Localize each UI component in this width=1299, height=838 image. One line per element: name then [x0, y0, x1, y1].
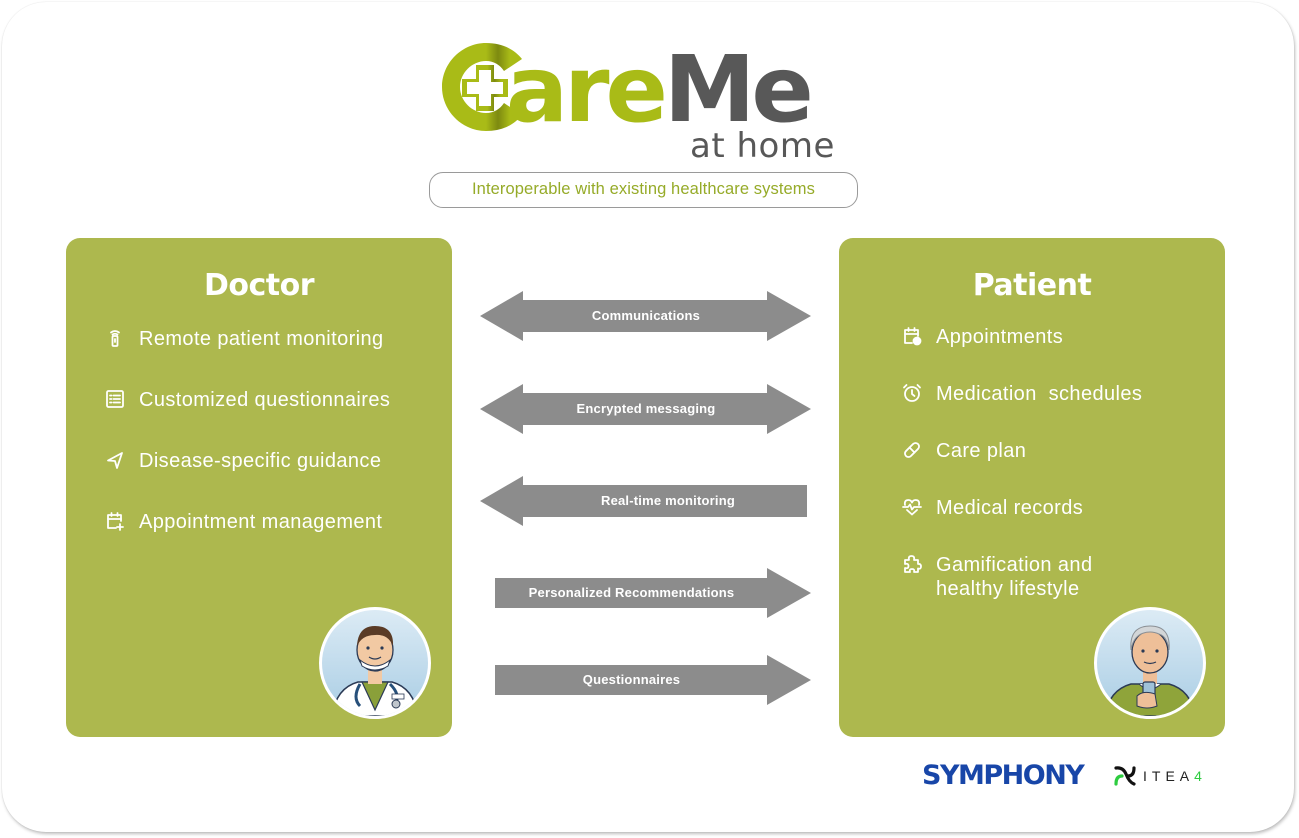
doctor-title: Doctor — [203, 268, 315, 303]
feature-label: Gamification and healthy lifestyle — [936, 554, 1093, 600]
flow-label: Real-time monitoring — [600, 493, 735, 508]
flow-arrow-communications: Communications — [480, 291, 812, 341]
logo-subtitle: at home — [690, 126, 835, 166]
logo-are-text: are — [506, 36, 668, 143]
medical-cross-c-icon — [442, 43, 522, 131]
pill-icon — [901, 439, 923, 461]
flow-arrow-real-time-monitoring: Real-time monitoring — [480, 476, 808, 526]
patient-feature-appointments: Appointments — [901, 325, 1063, 349]
flow-label: Encrypted messaging — [576, 401, 716, 416]
doctor-feature-appointments: Appointment management — [104, 510, 382, 534]
itea-mark-icon — [1114, 766, 1136, 786]
patient-feature-medical-records: Medical records — [901, 496, 1083, 520]
patient-panel: Patient Appointments Medication schedule… — [839, 238, 1225, 737]
alarm-clock-icon — [901, 382, 923, 404]
list-form-icon — [104, 388, 126, 410]
calendar-plus-icon — [104, 510, 126, 532]
doctor-avatar — [319, 607, 431, 719]
feature-label: Customized questionnaires — [139, 389, 391, 411]
feature-label: Medical records — [936, 497, 1084, 519]
doctor-illustration — [331, 626, 419, 716]
flow-label: Personalized Recommendations — [528, 585, 735, 600]
flow-arrow-personalized-recommendations: Personalized Recommendations — [495, 568, 812, 618]
feature-label: Remote patient monitoring — [139, 328, 384, 350]
itea4-logo: ITEA4 — [1113, 764, 1207, 788]
feature-label: Appointments — [936, 326, 1064, 348]
patient-illustration — [1104, 625, 1196, 716]
tagline-badge: Interoperable with existing healthcare s… — [429, 172, 858, 208]
logo-me-text: Me — [663, 36, 814, 143]
feature-label: Disease-specific guidance — [139, 450, 382, 472]
doctor-feature-questionnaires: Customized questionnaires — [104, 388, 390, 412]
patient-feature-care-plan: Care plan — [901, 439, 1026, 463]
careme-logo: Care areMe at home — [440, 40, 850, 166]
flow-arrow-encrypted-messaging: Encrypted messaging — [480, 384, 812, 434]
symphony-logo: SYMPHONY — [922, 760, 1085, 791]
heartbeat-icon — [901, 496, 923, 518]
puzzle-icon — [901, 553, 923, 575]
doctor-feature-remote-monitoring: Remote patient monitoring — [104, 327, 384, 351]
patient-feature-gamification: Gamification and healthy lifestyle — [901, 553, 1092, 601]
feature-label: Appointment management — [139, 511, 383, 533]
doctor-panel: Doctor Remote patient monitoring Customi… — [66, 238, 452, 737]
doctor-feature-guidance: Disease-specific guidance — [104, 449, 381, 473]
flow-label: Communications — [591, 308, 701, 323]
patient-avatar — [1094, 607, 1206, 719]
flow-arrow-questionnaires: Questionnaires — [495, 655, 812, 705]
patient-title: Patient — [972, 268, 1092, 303]
calendar-clock-icon — [901, 325, 923, 347]
patient-feature-medication: Medication schedules — [901, 382, 1142, 406]
remote-signal-icon — [104, 327, 126, 349]
itea-text: ITEA4 — [1143, 768, 1207, 784]
navigation-arrow-icon — [104, 449, 126, 471]
feature-label: Care plan — [936, 440, 1027, 462]
feature-label: Medication schedules — [936, 383, 1143, 405]
flow-label: Questionnaires — [582, 672, 681, 687]
